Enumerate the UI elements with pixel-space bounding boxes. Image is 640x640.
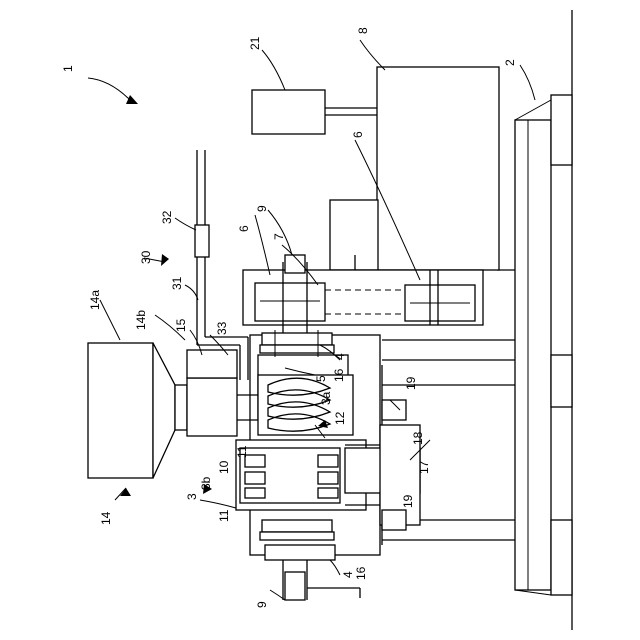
- belt-drive: [243, 270, 483, 325]
- label-15: 15: [174, 318, 188, 332]
- label-19a: 19: [404, 376, 418, 390]
- label-4b: 4: [341, 571, 355, 578]
- label-9a: 9: [255, 205, 269, 212]
- label-8: 8: [356, 27, 370, 34]
- label-33: 33: [215, 321, 229, 335]
- label-21: 21: [248, 36, 262, 50]
- label-3a: 3a: [319, 391, 333, 405]
- label-16a: 16: [332, 368, 346, 382]
- screw-3a: [258, 375, 353, 438]
- label-6a: 6: [351, 131, 365, 138]
- label-1: 1: [61, 65, 75, 72]
- label-9b: 9: [255, 601, 269, 608]
- label-30: 30: [139, 250, 153, 264]
- label-10: 10: [217, 460, 231, 474]
- base-frame: [515, 95, 572, 595]
- label-3: 3: [185, 493, 199, 500]
- label-11b: 11: [217, 509, 231, 522]
- label-18: 18: [411, 431, 425, 445]
- label-14b: 14b: [134, 310, 148, 330]
- arrow-14-icon: [120, 488, 131, 496]
- label-31: 31: [170, 276, 184, 290]
- bearing-lower: [260, 520, 335, 560]
- label-4a: 4: [333, 353, 347, 360]
- label-11a: 11: [235, 445, 249, 458]
- motor-box: [330, 200, 378, 270]
- unit-21: [252, 90, 325, 134]
- feeder-14: [88, 343, 258, 478]
- arrow-1-icon: [126, 95, 138, 104]
- label-6b: 6: [237, 225, 251, 232]
- label-14a: 14a: [88, 290, 102, 310]
- label-17: 17: [417, 460, 431, 474]
- label-12: 12: [333, 411, 347, 425]
- label-14: 14: [99, 511, 113, 525]
- label-7: 7: [272, 233, 286, 240]
- label-32: 32: [160, 210, 174, 224]
- label-3b: 3b: [199, 476, 213, 490]
- pipe-31: [195, 150, 248, 380]
- arrow-30-icon: [161, 254, 169, 266]
- label-16b: 16: [354, 566, 368, 580]
- label-2: 2: [503, 59, 517, 66]
- label-5: 5: [314, 375, 328, 382]
- paddle-section-3b: [240, 448, 340, 503]
- bearing-upper: [260, 330, 334, 357]
- shaft-end-bottom: [285, 572, 305, 600]
- hopper-8: [377, 67, 499, 270]
- label-19b: 19: [401, 494, 415, 508]
